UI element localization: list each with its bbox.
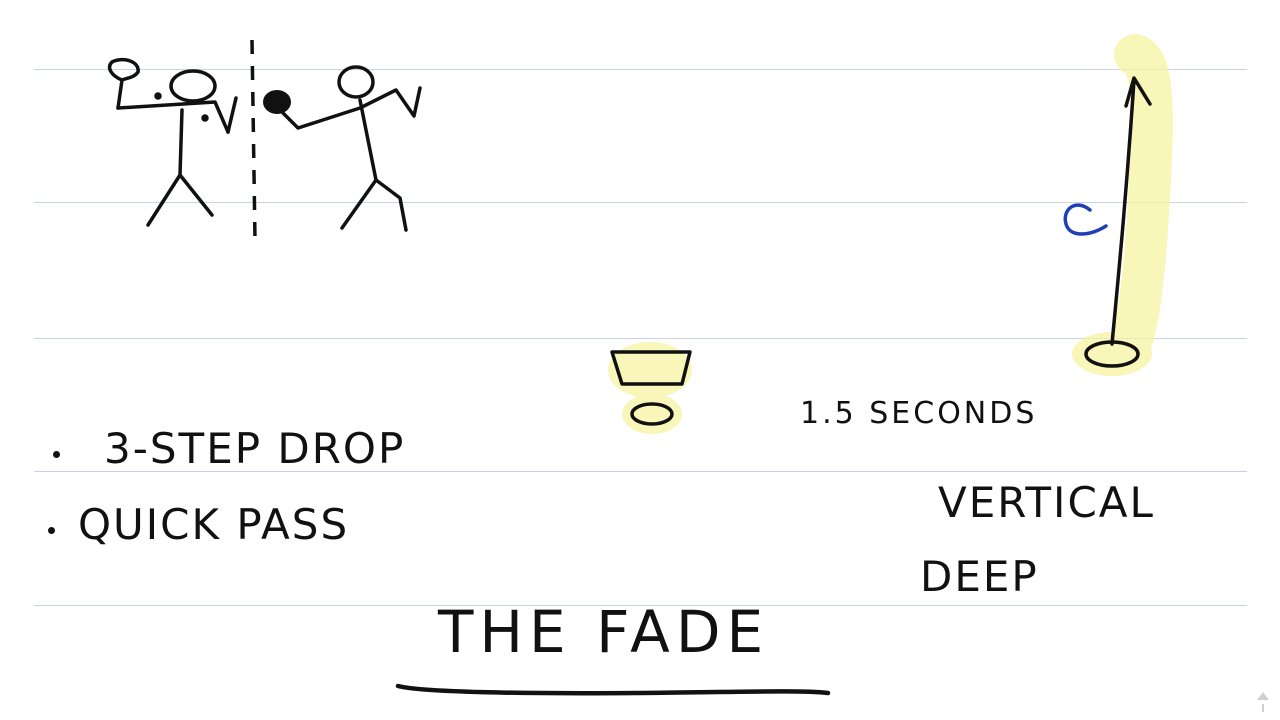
title-underline <box>395 683 831 696</box>
square-icon <box>610 350 692 386</box>
route-c-mark <box>1063 203 1108 236</box>
route-word: VERTICAL <box>938 478 1155 527</box>
ruled-line <box>34 605 1247 606</box>
bullet-dot <box>48 527 55 534</box>
timing-note: 1.5 SECONDS <box>800 396 1038 431</box>
scroll-indicator-icon[interactable] <box>1256 690 1270 714</box>
page-title: THE FADE <box>438 598 770 666</box>
ruled-line <box>34 202 1247 203</box>
stick-figure-icon <box>280 65 422 232</box>
line-of-scrimmage <box>250 39 257 241</box>
bullet-dot <box>53 451 60 458</box>
ellipse-icon <box>630 402 674 426</box>
route-word: DEEP <box>920 552 1039 601</box>
football-icon <box>263 90 291 114</box>
ruled-line <box>34 69 1247 70</box>
ruled-line <box>34 471 1247 472</box>
bullet-text: 3-STEP DROP <box>104 424 406 473</box>
arrow-up-icon <box>1110 76 1152 346</box>
ruled-line <box>34 338 1247 339</box>
bullet-text: QUICK PASS <box>78 500 350 549</box>
stick-figure-icon <box>107 57 238 227</box>
highlight-strokes <box>608 34 1173 434</box>
